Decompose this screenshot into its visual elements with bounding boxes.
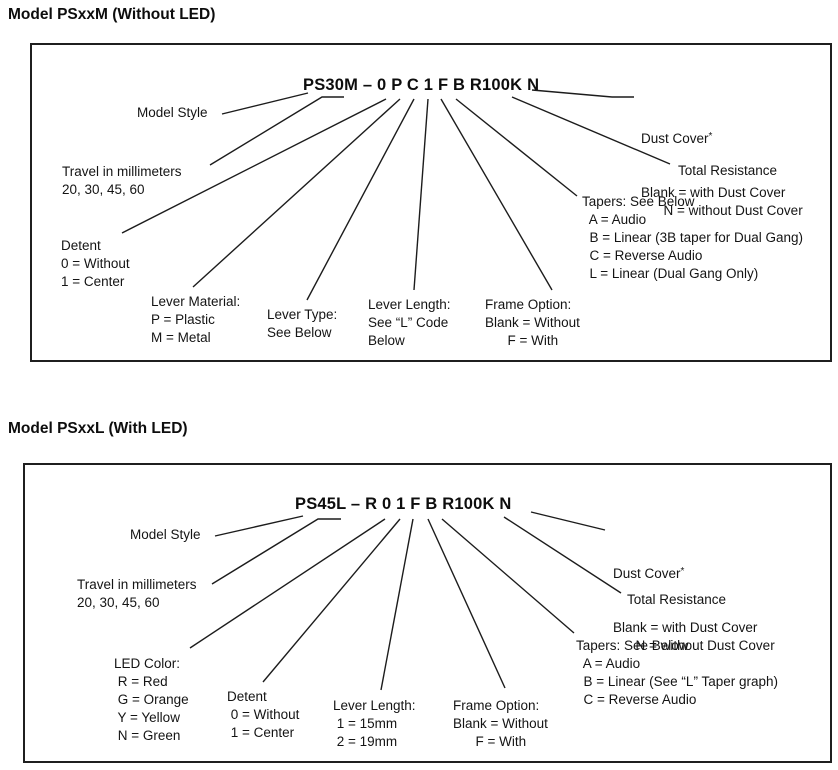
text-line: N = without Dust Cover <box>613 638 775 653</box>
text-line: Blank = Without <box>453 716 548 731</box>
text-line: Frame Option: <box>453 698 540 713</box>
psxxm-part-number: PS30M – 0 P C 1 F B R100K N <box>303 76 540 94</box>
text-line: Blank = Without <box>485 315 580 330</box>
psxxl-lever-length-label: Lever Length: 1 = 15mm 2 = 19mm <box>333 697 416 751</box>
text-line: Lever Length: <box>368 297 451 312</box>
text-line: G = Orange <box>114 692 189 707</box>
text-line: C = Reverse Audio <box>582 248 703 263</box>
text-line: Tapers: See Below <box>576 638 689 653</box>
text-line: A = Audio <box>576 656 641 671</box>
text-line: Tapers: See Below <box>582 194 695 209</box>
text-line: L = Linear (Dual Gang Only) <box>582 266 759 281</box>
psxxm-model-style-label: Model Style <box>137 104 208 122</box>
psxxl-diagram-frame <box>23 463 832 763</box>
dust-cover-options: Blank = with Dust Cover N = without Dust… <box>613 619 775 655</box>
psxxl-model-style-label: Model Style <box>130 526 201 544</box>
asterisk: * <box>708 131 713 142</box>
psxxl-frame-option-label: Frame Option: Blank = Without F = With <box>453 697 548 751</box>
text-line: 20, 30, 45, 60 <box>77 595 160 610</box>
text-line: F = With <box>485 333 559 348</box>
psxxm-total-resistance-label: Total Resistance <box>678 162 777 180</box>
text-line: N = Green <box>114 728 181 743</box>
psxxm-travel-label: Travel in millimeters 20, 30, 45, 60 <box>62 163 182 199</box>
text-line: Lever Material: <box>151 294 241 309</box>
psxxm-frame-option-label: Frame Option: Blank = Without F = With <box>485 296 580 350</box>
text-line: Detent <box>61 238 101 253</box>
text-line: M = Metal <box>151 330 211 345</box>
text-line: N = without Dust Cover <box>641 203 803 218</box>
text-line: 1 = Center <box>227 725 295 740</box>
psxxl-detent-label: Detent 0 = Without 1 = Center <box>227 688 299 742</box>
dust-cover-options: Blank = with Dust Cover N = without Dust… <box>641 184 803 220</box>
psxxl-dust-cover-label: Dust Cover* Blank = with Dust Cover N = … <box>613 527 775 691</box>
text-line: LED Color: <box>114 656 181 671</box>
text-line: Model Style <box>137 105 208 120</box>
text-line: Y = Yellow <box>114 710 180 725</box>
text-line: F = With <box>453 734 527 749</box>
psxxm-dust-cover-label: Dust Cover* Blank = with Dust Cover N = … <box>641 92 803 256</box>
text-line: B = Linear (3B taper for Dual Gang) <box>582 230 804 245</box>
text-line: See Below <box>267 325 332 340</box>
text-line: Lever Type: <box>267 307 338 322</box>
text-line: Below <box>368 333 405 348</box>
asterisk: * <box>680 566 685 577</box>
text-line: P = Plastic <box>151 312 215 327</box>
text-line: 0 = Without <box>227 707 300 722</box>
text-line: Frame Option: <box>485 297 572 312</box>
dust-cover-title-text: Dust Cover <box>613 566 681 581</box>
text-line: Travel in millimeters <box>62 164 182 179</box>
psxxl-travel-label: Travel in millimeters 20, 30, 45, 60 <box>77 576 197 612</box>
psxxm-tapers-label: Tapers: See Below A = Audio B = Linear (… <box>582 193 803 283</box>
psxxl-led-color-label: LED Color: R = Red G = Orange Y = Yellow… <box>114 655 189 745</box>
psxxl-tapers-label: Tapers: See Below A = Audio B = Linear (… <box>576 637 778 709</box>
psxxm-diagram-frame <box>30 43 832 362</box>
text-line: 2 = 19mm <box>333 734 398 749</box>
text-line: Model Style <box>130 527 201 542</box>
text-line: Lever Length: <box>333 698 416 713</box>
psxxm-lever-material-label: Lever Material: P = Plastic M = Metal <box>151 293 240 347</box>
psxxm-detent-label: Detent 0 = Without 1 = Center <box>61 237 130 291</box>
text-line: R = Red <box>114 674 168 689</box>
text-line: Blank = with Dust Cover <box>613 620 758 635</box>
text-line: B = Linear (See “L” Taper graph) <box>576 674 779 689</box>
text-line: A = Audio <box>582 212 647 227</box>
text-line: C = Reverse Audio <box>576 692 697 707</box>
text-line: Blank = with Dust Cover <box>641 185 786 200</box>
text-line: Total Resistance <box>678 163 778 178</box>
psxxm-lever-type-label: Lever Type: See Below <box>267 306 337 342</box>
dust-cover-title: Dust Cover* <box>613 563 775 583</box>
text-line: 1 = 15mm <box>333 716 398 731</box>
dust-cover-title-text: Dust Cover <box>641 131 709 146</box>
text-line: 1 = Center <box>61 274 125 289</box>
psxxl-part-number: PS45L – R 0 1 F B R100K N <box>295 495 512 513</box>
text-line: 20, 30, 45, 60 <box>62 182 145 197</box>
text-line: Travel in millimeters <box>77 577 197 592</box>
psxxl-section-title: Model PSxxL (With LED) <box>8 420 188 437</box>
text-line: See “L” Code <box>368 315 449 330</box>
psxxl-total-resistance-label: Total Resistance <box>627 591 726 609</box>
text-line: Total Resistance <box>627 592 727 607</box>
text-line: 0 = Without <box>61 256 130 271</box>
psxxm-section-title: Model PSxxM (Without LED) <box>8 6 216 23</box>
dust-cover-title: Dust Cover* <box>641 128 803 148</box>
text-line: Detent <box>227 689 267 704</box>
